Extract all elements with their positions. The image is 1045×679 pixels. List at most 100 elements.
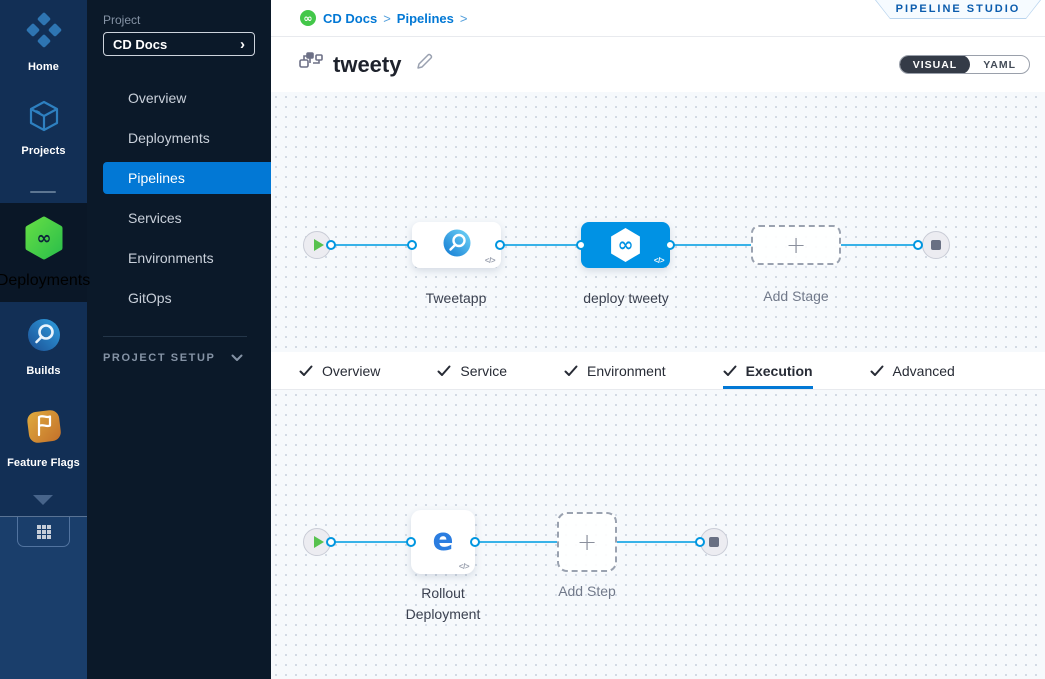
yaml-toggle-button[interactable]: YAML	[983, 58, 1016, 71]
connector-line	[841, 244, 922, 246]
visual-toggle-button[interactable]: VISUAL	[899, 56, 971, 73]
module-item-feature-flags[interactable]: Feature Flags	[0, 406, 87, 469]
module-label: Deployments	[0, 272, 91, 289]
breadcrumb-link-project[interactable]: CD Docs	[323, 10, 378, 26]
tab-overview[interactable]: Overview	[299, 352, 380, 389]
deploy-stage-icon: ∞	[611, 228, 640, 262]
add-stage-label[interactable]: Add Stage	[763, 288, 829, 304]
play-icon	[313, 239, 324, 251]
plus-icon: +	[785, 231, 807, 259]
stop-icon	[709, 537, 719, 547]
breadcrumb-link-pipelines[interactable]: Pipelines	[396, 10, 454, 26]
project-menu: Overview Deployments Pipelines Services …	[87, 78, 271, 318]
node-port[interactable]	[913, 240, 923, 250]
module-nav-divider	[30, 191, 56, 193]
project-name: CD Docs	[113, 36, 168, 52]
tab-service[interactable]: Service	[437, 352, 507, 389]
project-section-label: Project	[103, 13, 141, 27]
module-nav-collapse-caret[interactable]	[33, 495, 53, 505]
stop-icon	[931, 240, 941, 250]
connector-line	[331, 541, 411, 543]
module-item-deployments[interactable]: ∞ Deployments	[0, 203, 91, 302]
sidebar-item-environments[interactable]: Environments	[128, 250, 214, 266]
code-icon[interactable]: </>	[458, 562, 470, 571]
build-stage-icon	[441, 227, 473, 264]
node-port[interactable]	[326, 240, 336, 250]
plus-icon: +	[576, 528, 598, 556]
check-icon	[564, 365, 578, 376]
check-icon	[870, 365, 884, 376]
cd-module-icon: ∞	[300, 10, 316, 26]
code-icon[interactable]: </>	[653, 256, 665, 265]
view-toggle: VISUAL YAML	[898, 55, 1030, 74]
all-modules-button[interactable]	[17, 517, 70, 547]
code-icon[interactable]: </>	[484, 256, 496, 265]
stage-config-tabs: Overview Service Environment Execution A…	[271, 352, 1045, 390]
grid-icon	[36, 524, 51, 539]
project-selector[interactable]: CD Docs ›	[103, 32, 255, 56]
edit-pencil-icon[interactable]	[415, 53, 433, 76]
breadcrumb-separator: >	[459, 10, 468, 26]
sidebar-item-deployments[interactable]: Deployments	[128, 130, 210, 146]
tab-execution[interactable]: Execution	[722, 352, 813, 389]
breadcrumb-separator: >	[383, 10, 391, 26]
connector-line	[670, 244, 751, 246]
node-port[interactable]	[576, 240, 586, 250]
sidebar-item-services[interactable]: Services	[128, 210, 182, 226]
main-content: ∞ CD Docs > Pipelines > PIPELINE STUDIO …	[271, 0, 1045, 679]
node-port[interactable]	[665, 240, 675, 250]
pipeline-flowchart-icon	[299, 52, 323, 77]
node-port[interactable]	[326, 537, 336, 547]
stage-node-deploy-tweety[interactable]: ∞ </>	[581, 222, 670, 268]
node-port[interactable]	[406, 537, 416, 547]
chevron-down-icon	[231, 354, 243, 361]
sidebar-item-pipelines[interactable]: Pipelines	[103, 162, 271, 194]
add-step-button[interactable]: +	[557, 512, 617, 572]
stage-label-deploy-tweety[interactable]: deploy tweety	[583, 290, 669, 306]
add-stage-button[interactable]: +	[751, 225, 841, 265]
module-item-projects[interactable]: Projects	[0, 98, 87, 157]
module-label: Home	[28, 61, 59, 73]
add-step-label[interactable]: Add Step	[558, 583, 616, 599]
svg-text:∞: ∞	[36, 228, 51, 249]
rollout-deployment-icon: e	[432, 521, 454, 558]
stage-canvas[interactable]: </> ∞ </> + Tweetapp deploy tweety Add S…	[271, 92, 1045, 352]
node-port[interactable]	[470, 537, 480, 547]
node-port[interactable]	[407, 240, 417, 250]
cd-hexagon-icon: ∞	[22, 215, 66, 266]
step-label-rollout-deployment[interactable]: Rollout Deployment	[405, 585, 481, 622]
chevron-right-icon: ›	[240, 35, 245, 53]
step-node-rollout-deployment[interactable]: e </>	[411, 510, 475, 574]
feature-flags-icon	[24, 406, 64, 451]
tab-advanced[interactable]: Advanced	[870, 352, 955, 389]
sidebar-item-gitops[interactable]: GitOps	[128, 290, 172, 306]
stage-node-tweetapp[interactable]: </>	[412, 222, 501, 268]
module-item-builds[interactable]: Builds	[0, 316, 87, 377]
check-icon	[437, 365, 451, 376]
project-setup-label: PROJECT SETUP	[103, 352, 216, 364]
connector-line	[331, 244, 412, 246]
connector-line	[475, 541, 557, 543]
module-nav-dock	[0, 516, 87, 679]
connector-line	[617, 541, 704, 543]
module-item-home[interactable]: Home	[0, 10, 87, 73]
pipeline-studio-badge-label: PIPELINE STUDIO	[895, 3, 1021, 15]
cube-icon	[26, 98, 62, 139]
module-nav: Home Projects ∞ Depl	[0, 0, 91, 679]
tab-environment[interactable]: Environment	[564, 352, 666, 389]
play-icon	[313, 536, 324, 548]
pipeline-studio-badge: PIPELINE STUDIO	[875, 0, 1041, 19]
sidebar-item-overview[interactable]: Overview	[128, 90, 187, 106]
sidebar-divider	[103, 336, 247, 337]
pipeline-title-row: tweety VISUAL YAML	[271, 37, 1045, 92]
pipeline-end-node[interactable]	[922, 231, 950, 259]
node-port[interactable]	[695, 537, 705, 547]
module-label: Projects	[21, 145, 66, 157]
project-sidebar: Project CD Docs › Overview Deployments P…	[87, 0, 271, 679]
stage-label-tweetapp[interactable]: Tweetapp	[425, 290, 487, 306]
node-port[interactable]	[495, 240, 505, 250]
execution-canvas[interactable]: e </> + Rollout Deployment Add Step	[271, 390, 1045, 679]
module-label: Builds	[26, 365, 61, 377]
project-setup-toggle[interactable]: PROJECT SETUP	[87, 337, 271, 364]
pipeline-title: tweety	[333, 51, 402, 77]
